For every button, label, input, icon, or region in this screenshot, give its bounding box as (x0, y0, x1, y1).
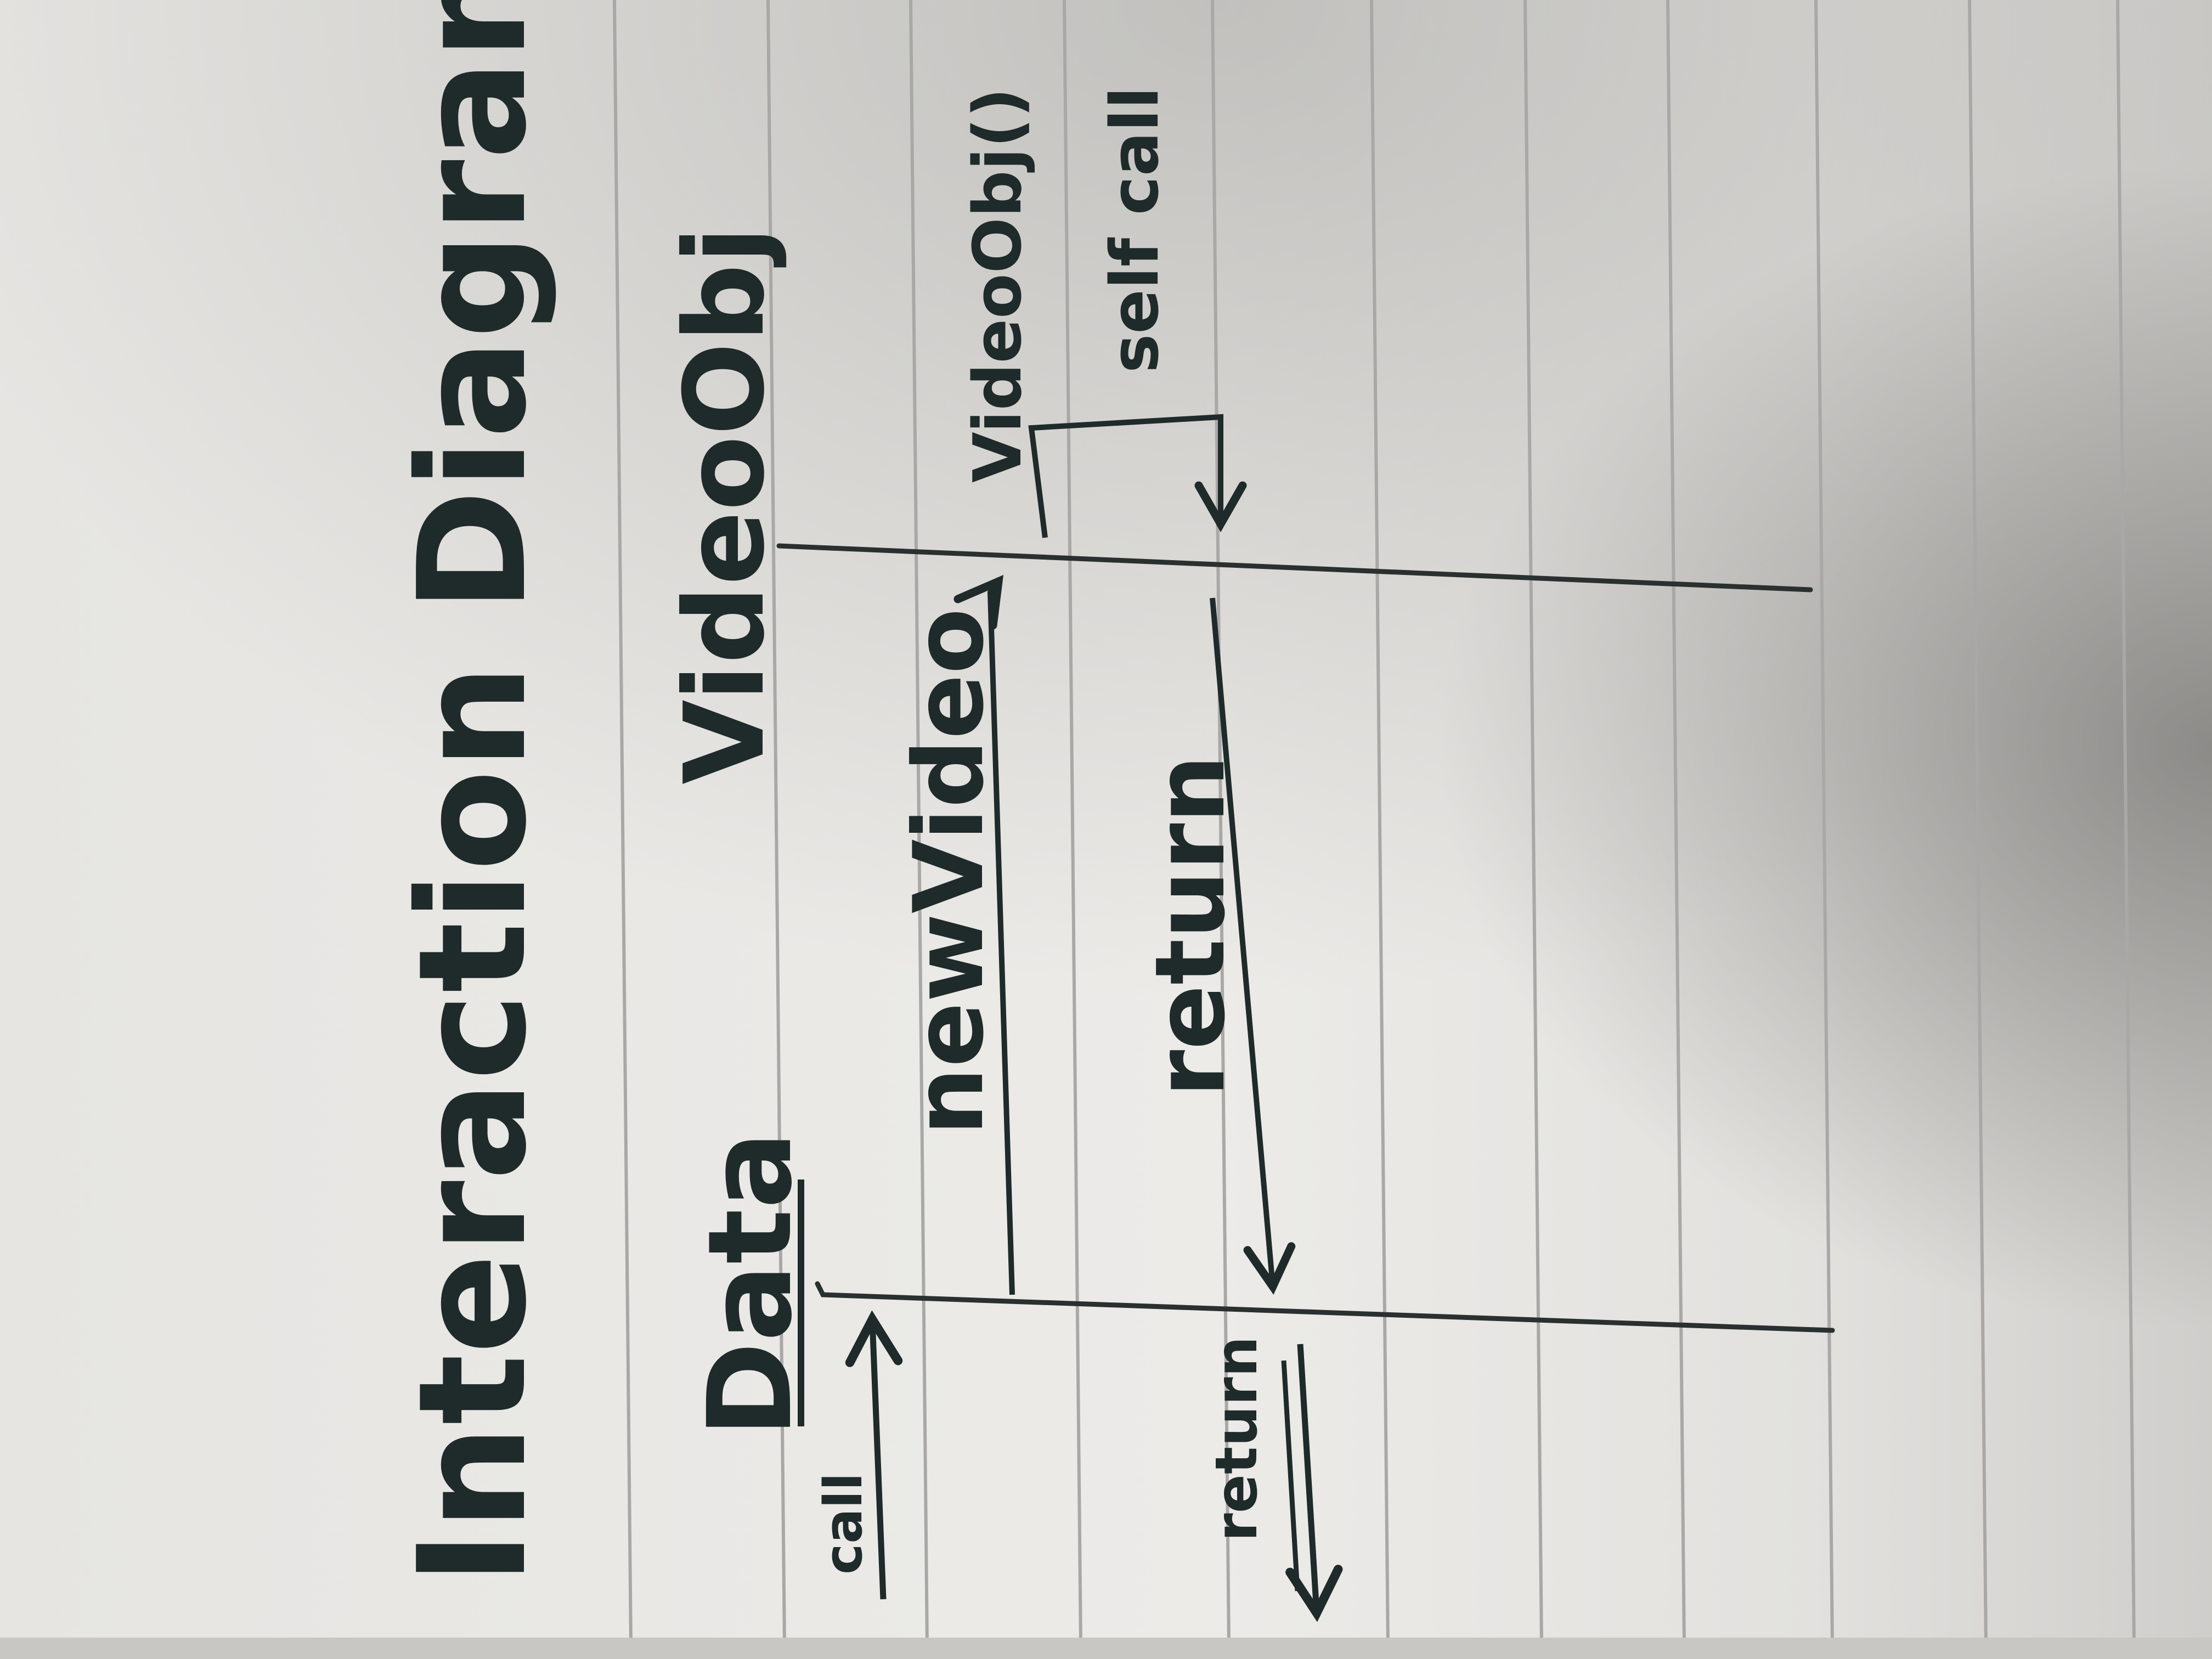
return-back-arrow (1210, 597, 1296, 1295)
rule-line (1666, 0, 1686, 1646)
rule-line (2116, 0, 2136, 1646)
new-video-arrow (953, 574, 1015, 1295)
rule-line (613, 0, 633, 1646)
self-call-label: self call (1097, 87, 1173, 373)
new-video-label: newVideo (894, 608, 1005, 1136)
self-call-arrow (1028, 414, 1247, 538)
constructor-label: VideoObj() (960, 88, 1036, 483)
call-label: call (814, 1472, 874, 1575)
return-back-label: return (1135, 755, 1246, 1097)
lifeline-data (815, 1281, 1835, 1333)
rule-line (1523, 0, 1543, 1646)
rule-line (909, 0, 929, 1646)
rule-line (766, 0, 786, 1646)
rule-line (1211, 0, 1231, 1646)
diagram-title: Interaction Diagram of a Vi (386, 0, 559, 1585)
rule-line (1814, 0, 1834, 1646)
call-arrow (845, 1310, 903, 1600)
paper-bottom-edge (0, 1638, 2212, 1659)
notebook-rule-lines (613, 0, 2136, 1646)
return-out-arrow (1285, 1344, 1343, 1622)
return-out-label: return (1203, 1336, 1270, 1542)
object-label-videoobj: VideoObj (661, 226, 789, 785)
object-label-data: Data (683, 1131, 817, 1437)
rule-line (1968, 0, 1988, 1646)
lifeline-videoobj (776, 543, 1813, 592)
return-out-arrow-double (1281, 1360, 1300, 1592)
rule-line (1370, 0, 1390, 1646)
rule-line (1063, 0, 1082, 1646)
